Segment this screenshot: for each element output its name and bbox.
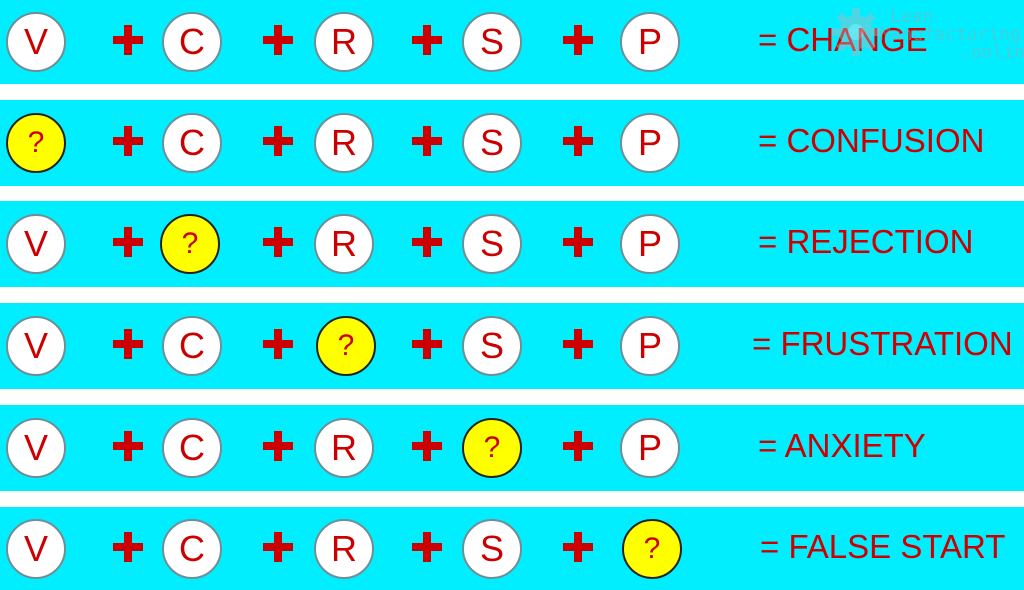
plus-icon: [412, 431, 442, 461]
plus-icon: [563, 329, 593, 359]
element-circle-c: C: [162, 418, 222, 478]
element-circle-p: P: [620, 12, 680, 72]
missing-element-circle: ?: [622, 519, 682, 579]
watermark-line-2: Manufacturing: [880, 24, 1021, 45]
element-circle-r: R: [314, 519, 374, 579]
watermark-logo: Lean Manufacturing .online: [828, 2, 1024, 66]
plus-icon: [412, 227, 442, 257]
missing-element-circle: ?: [6, 113, 66, 173]
equation-result: = CHANGE: [758, 21, 928, 58]
plus-icon: [563, 227, 593, 257]
element-circle-p: P: [620, 113, 680, 173]
plus-icon: [113, 431, 143, 461]
plus-icon: [412, 25, 442, 55]
element-circle-r: R: [314, 113, 374, 173]
equation-row: V C R S? = FALSE START: [0, 507, 1024, 590]
equation-result: = ANXIETY: [758, 427, 926, 464]
element-circle-v: V: [6, 214, 66, 274]
element-circle-r: R: [314, 214, 374, 274]
watermark-line-1: Lean: [890, 6, 934, 27]
plus-icon: [563, 431, 593, 461]
plus-icon: [563, 25, 593, 55]
element-circle-p: P: [620, 214, 680, 274]
element-circle-v: V: [6, 519, 66, 579]
equation-result: = CONFUSION: [758, 122, 985, 159]
plus-icon: [263, 126, 293, 156]
equation-row: ? C R S P = CONFUSION: [0, 100, 1024, 186]
plus-icon: [263, 431, 293, 461]
equation-row: V C? S P = FRUSTRATION: [0, 303, 1024, 389]
equation-result: = FRUSTRATION: [752, 325, 1013, 362]
element-circle-v: V: [6, 316, 66, 376]
element-circle-c: C: [162, 113, 222, 173]
plus-icon: [263, 227, 293, 257]
missing-element-circle: ?: [160, 214, 220, 274]
equation-row: V C R? P = ANXIETY: [0, 405, 1024, 491]
equation-result: = REJECTION: [758, 223, 974, 260]
plus-icon: [263, 532, 293, 562]
plus-icon: [113, 329, 143, 359]
plus-icon: [263, 329, 293, 359]
element-circle-v: V: [6, 12, 66, 72]
plus-icon: [113, 25, 143, 55]
plus-icon: [263, 25, 293, 55]
element-circle-v: V: [6, 418, 66, 478]
plus-icon: [563, 126, 593, 156]
equation-result: = FALSE START: [760, 528, 1006, 565]
element-circle-s: S: [462, 519, 522, 579]
element-circle-s: S: [462, 214, 522, 274]
element-circle-p: P: [620, 316, 680, 376]
missing-element-circle: ?: [462, 418, 522, 478]
plus-icon: [113, 126, 143, 156]
gear-icon: [832, 8, 880, 56]
plus-icon: [412, 126, 442, 156]
element-circle-r: R: [314, 418, 374, 478]
missing-element-circle: ?: [316, 316, 376, 376]
element-circle-r: R: [314, 12, 374, 72]
equation-row: V C R S P = CHANGE: [0, 0, 1024, 84]
element-circle-c: C: [162, 12, 222, 72]
plus-icon: [412, 532, 442, 562]
plus-icon: [113, 227, 143, 257]
plus-icon: [563, 532, 593, 562]
element-circle-s: S: [462, 316, 522, 376]
watermark-line-3: .online: [960, 42, 1024, 63]
element-circle-c: C: [162, 316, 222, 376]
element-circle-p: P: [620, 418, 680, 478]
plus-icon: [113, 532, 143, 562]
plus-icon: [412, 329, 442, 359]
equation-row: V? R S P = REJECTION: [0, 201, 1024, 287]
element-circle-s: S: [462, 12, 522, 72]
element-circle-s: S: [462, 113, 522, 173]
element-circle-c: C: [162, 519, 222, 579]
